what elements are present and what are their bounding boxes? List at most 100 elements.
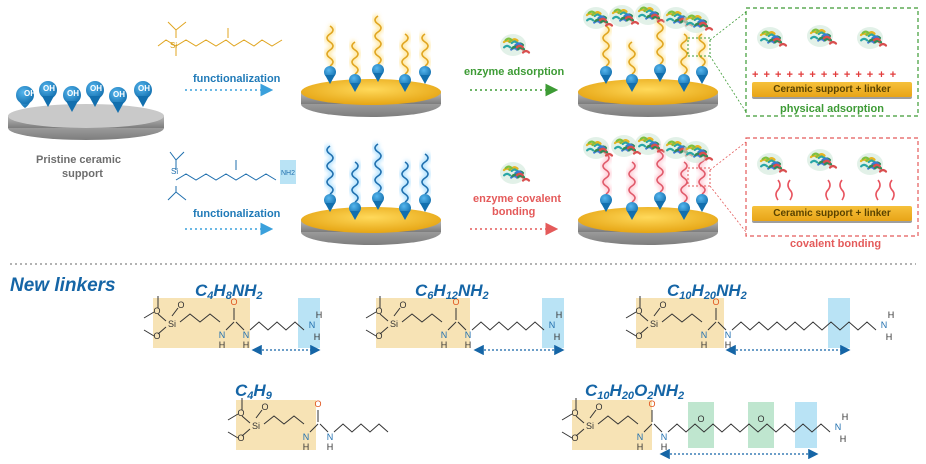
physical-adsorption-label: physical adsorption	[780, 103, 884, 115]
enzyme-proteins	[583, 3, 888, 175]
anchor-drop	[654, 192, 666, 210]
atom-label: H	[637, 442, 644, 452]
formula-c10h20o2nh2: C10H20O2NH2	[585, 381, 685, 402]
anchor-drop	[324, 194, 336, 212]
enzyme-protein	[635, 3, 666, 25]
atom-label: O	[314, 399, 321, 409]
atom-label: Si	[168, 319, 176, 329]
atom-label: N	[243, 330, 250, 340]
atom-label: H	[465, 340, 472, 350]
oh-label: OH	[67, 89, 79, 98]
linker-chains-bottom	[324, 141, 431, 220]
support-linker-bar-top: Ceramic support + linker	[752, 82, 912, 97]
oh-label: OH	[43, 84, 55, 93]
formula-c4h9: C4H9	[235, 381, 272, 402]
physical-adsorption-box	[745, 7, 919, 117]
oh-label: OH	[24, 89, 36, 98]
functionalized-support-bottom	[301, 207, 441, 245]
atom-label: N	[441, 330, 448, 340]
linker-chain	[349, 159, 361, 205]
atom-label: Si	[586, 421, 594, 431]
linker-chain	[654, 13, 666, 67]
atom-label: O	[399, 300, 406, 310]
anchor-drop	[600, 194, 612, 212]
enzyme-covalent-label-line2: bonding	[492, 206, 536, 218]
nh2-highlight-top	[280, 160, 296, 184]
anchor-drop	[696, 194, 708, 212]
covalent-links	[775, 179, 895, 201]
anchor-drop	[349, 74, 361, 92]
linker-chain	[399, 31, 411, 77]
anchor-drop	[600, 66, 612, 84]
atom-label: O	[712, 297, 719, 307]
functionalization-label-bottom: functionalization	[193, 208, 281, 220]
atom-label: H	[725, 340, 732, 350]
anchor-drop	[349, 202, 361, 220]
functionalized-support-top	[301, 79, 441, 117]
atom-label: H	[314, 332, 321, 342]
linker-chain	[696, 31, 708, 69]
atom-label: N	[327, 432, 334, 442]
enzyme-protein	[583, 7, 614, 29]
atom-label: Si	[650, 319, 658, 329]
atom-label: N	[465, 330, 472, 340]
atom-label: Si	[252, 421, 260, 431]
anchor-drop	[399, 74, 411, 92]
anchor-drop	[399, 202, 411, 220]
atom-label: O	[452, 297, 459, 307]
positive-charges: + + + + + + + + + + + + +	[752, 69, 898, 81]
oh-label: OH	[113, 90, 125, 99]
atom-label: N	[725, 330, 732, 340]
enzyme-support-bottom	[578, 207, 718, 245]
enzyme-protein	[583, 137, 614, 159]
anchor-drop	[372, 64, 384, 82]
pristine-label-line1: Pristine ceramic	[36, 154, 121, 166]
enzyme-support-top	[578, 79, 718, 117]
enzyme-protein	[609, 5, 640, 27]
si-atom: Si	[170, 41, 178, 50]
enzyme-protein	[500, 162, 531, 184]
anchor-drop	[372, 192, 384, 210]
linker-chain	[324, 23, 336, 69]
atom-label: N	[309, 320, 316, 330]
linker-chains-top-enzyme	[600, 13, 708, 92]
atom-label: N	[549, 320, 556, 330]
atom-label: H	[842, 412, 849, 422]
anchor-drop	[678, 74, 690, 92]
atom-label: O	[659, 300, 666, 310]
anchor-drop	[696, 66, 708, 84]
enzyme-protein	[757, 27, 788, 49]
linker-chain	[324, 143, 336, 197]
atom-label: N	[835, 422, 842, 432]
linker-chain	[678, 159, 690, 205]
anchor-drop	[419, 66, 431, 84]
atom-label: O	[375, 331, 382, 341]
linker-chain	[372, 13, 384, 67]
atom-label: H	[327, 442, 334, 452]
linker-chain	[419, 31, 431, 69]
enzyme-protein	[857, 153, 888, 175]
formula-c4h8nh2: C4H8NH2	[195, 281, 263, 302]
anchor-drop	[626, 74, 638, 92]
atom-label: H	[554, 332, 561, 342]
nh2-group: NH2	[281, 170, 296, 177]
atom-label: O	[237, 408, 244, 418]
atom-label: O	[375, 306, 382, 316]
enzyme-protein	[683, 141, 714, 163]
atom-label: H	[840, 434, 847, 444]
pristine-label-line2: support	[62, 168, 103, 180]
linker-structures: SiOOONHONHNHHSiOOONHONHNHHSiOOONHONHNHHS…	[143, 296, 894, 452]
atom-label: O	[571, 433, 578, 443]
formula-c10h20nh2: C10H20NH2	[667, 281, 747, 302]
atom-label: O	[261, 402, 268, 412]
anchor-drop	[654, 64, 666, 82]
linker-chain	[626, 159, 638, 205]
enzyme-protein	[807, 149, 838, 171]
enzyme-protein	[683, 11, 714, 33]
atom-label: N	[701, 330, 708, 340]
atom-label: O	[230, 297, 237, 307]
atom-label: O	[595, 402, 602, 412]
atom-label: O	[635, 331, 642, 341]
hydroxyl-groups	[16, 81, 152, 113]
